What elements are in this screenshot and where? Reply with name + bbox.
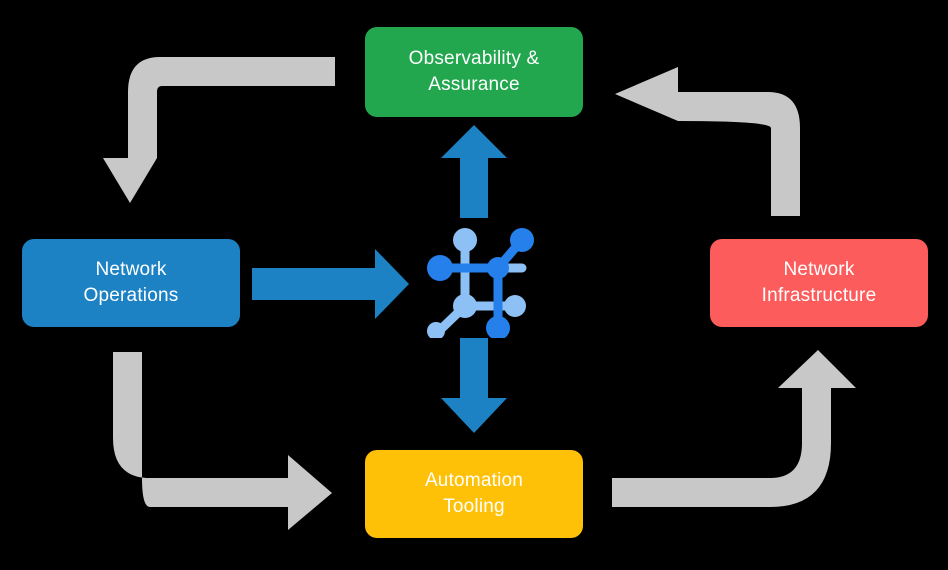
node-network-operations[interactable]: Network Operations bbox=[22, 239, 240, 327]
node-label: Automation Tooling bbox=[424, 470, 524, 517]
node-label: Network Operations bbox=[83, 259, 179, 306]
node-label: Network Infrastructure bbox=[761, 259, 877, 306]
node-network-infrastructure[interactable]: Network Infrastructure bbox=[710, 239, 928, 327]
node-label: Observability & Assurance bbox=[408, 48, 540, 95]
arrow-automation-to-infrastructure bbox=[612, 350, 856, 507]
network-topology-icon bbox=[427, 228, 534, 338]
node-observability-assurance[interactable]: Observability & Assurance bbox=[365, 27, 583, 117]
arrow-operations-to-automation bbox=[113, 352, 332, 530]
topology-nodes bbox=[427, 228, 534, 338]
arrow-center-to-observability bbox=[441, 125, 507, 218]
node-automation-tooling[interactable]: Automation Tooling bbox=[365, 450, 583, 538]
arrow-infrastructure-to-observability bbox=[615, 67, 800, 216]
arrow-operations-to-center bbox=[252, 249, 409, 319]
arrow-center-to-automation bbox=[441, 338, 507, 433]
arrow-observability-to-operations bbox=[103, 57, 335, 203]
